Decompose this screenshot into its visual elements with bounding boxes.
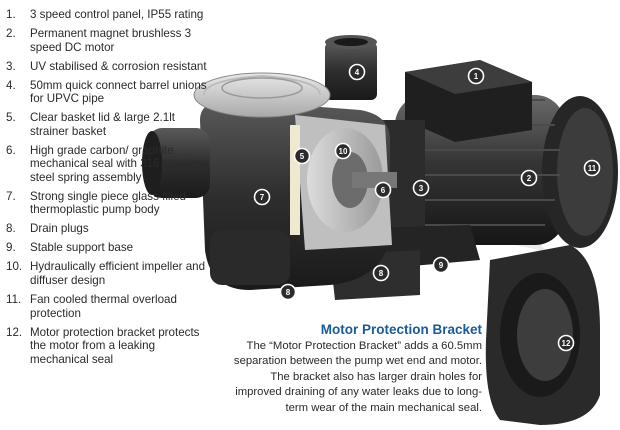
feature-number: 1. bbox=[6, 8, 16, 21]
feature-number: 10. bbox=[6, 260, 23, 274]
callout-marker: 3 bbox=[412, 179, 430, 197]
feature-item: 6. High grade carbon/ graphite mechanical… bbox=[6, 144, 211, 185]
feature-text: Fan cooled thermal overload protection bbox=[30, 293, 177, 320]
feature-number: 4. bbox=[6, 78, 16, 92]
svg-text:3: 3 bbox=[419, 184, 424, 193]
feature-number: 5. bbox=[6, 111, 16, 125]
callout-title: Motor Protection Bracket bbox=[320, 322, 482, 337]
feature-number: 7. bbox=[6, 189, 16, 203]
callout-body: The “Motor Protection Bracket” adds a 60… bbox=[233, 340, 482, 414]
feature-text: High grade carbon/ graphite mechanical s… bbox=[30, 143, 208, 184]
feature-list: 1. 3 speed control panel, IP55 rating 2. Pe… bbox=[6, 8, 211, 372]
feature-text: Strong single piece glass filled thermop… bbox=[30, 189, 186, 217]
svg-text:1: 1 bbox=[474, 72, 479, 81]
svg-text:2: 2 bbox=[527, 174, 532, 183]
svg-text:8: 8 bbox=[379, 269, 384, 278]
feature-number: 12. bbox=[6, 325, 23, 339]
svg-text:5: 5 bbox=[300, 152, 305, 161]
callout-marker: 2 bbox=[520, 169, 538, 187]
feature-text: Hydraulically efficient impeller and dif… bbox=[30, 260, 206, 288]
svg-text:9: 9 bbox=[439, 261, 444, 270]
callout-marker: 5 bbox=[293, 147, 311, 165]
svg-text:12: 12 bbox=[562, 339, 571, 348]
callout-marker: 11 bbox=[583, 159, 601, 177]
callout-marker: 7 bbox=[253, 188, 271, 206]
motor-protection-callout: Motor Protection Bracket The “Motor Prot… bbox=[232, 322, 482, 416]
side-union bbox=[142, 128, 210, 198]
svg-text:10: 10 bbox=[339, 147, 348, 156]
callout-marker: 6 bbox=[374, 181, 392, 199]
feature-item: 8. Drain plugs bbox=[6, 222, 211, 236]
feature-text: 3 speed control panel, IP55 rating bbox=[30, 8, 204, 21]
feature-text: 50mm quick connect barrel unions for UPV… bbox=[30, 78, 207, 106]
bracket-inset bbox=[485, 245, 600, 425]
svg-text:7: 7 bbox=[260, 193, 265, 202]
feature-item: 9. Stable support base bbox=[6, 241, 211, 255]
feature-text: Motor protection bracket protects the mo… bbox=[30, 325, 200, 366]
feature-item: 2. Permanent magnet brushless 3 speed DC … bbox=[6, 27, 211, 54]
feature-number: 8. bbox=[6, 222, 16, 236]
feature-number: 9. bbox=[6, 241, 16, 255]
feature-text: Drain plugs bbox=[30, 222, 89, 236]
feature-text: Stable support base bbox=[30, 241, 134, 255]
feature-text: Clear basket lid & large 2.1lt strainer … bbox=[30, 111, 175, 138]
callout-marker: 9 bbox=[432, 256, 450, 274]
callout-marker: 8 bbox=[279, 283, 297, 301]
feature-item: 7. Strong single piece glass filled therm… bbox=[6, 190, 211, 217]
svg-text:4: 4 bbox=[355, 68, 360, 77]
svg-text:6: 6 bbox=[381, 186, 386, 195]
feature-item: 4. 50mm quick connect barrel unions for U… bbox=[6, 79, 211, 106]
svg-text:11: 11 bbox=[588, 164, 597, 173]
feature-item: 12. Motor protection bracket protects the… bbox=[6, 326, 211, 367]
callout-marker: 10 bbox=[334, 142, 352, 160]
feature-item: 1. 3 speed control panel, IP55 rating bbox=[6, 8, 211, 22]
feature-item: 10. Hydraulically efficient impeller and … bbox=[6, 260, 211, 287]
feature-item: 11. Fan cooled thermal overload protectio… bbox=[6, 293, 211, 320]
svg-text:8: 8 bbox=[286, 288, 291, 297]
callout-marker: 1 bbox=[467, 67, 485, 85]
feature-text: Permanent magnet brushless 3 speed DC mo… bbox=[30, 26, 192, 54]
feature-number: 2. bbox=[6, 26, 16, 40]
feature-number: 11. bbox=[6, 293, 22, 306]
callout-marker: 4 bbox=[348, 63, 366, 81]
callout-marker: 8 bbox=[372, 264, 390, 282]
feature-item: 5. Clear basket lid & large 2.1lt straine… bbox=[6, 111, 211, 138]
basket-lid bbox=[193, 72, 331, 118]
feature-number: 6. bbox=[6, 143, 16, 157]
feature-text: UV stabilised & corrosion resistant bbox=[30, 59, 207, 73]
callout-marker: 12 bbox=[557, 334, 575, 352]
feature-number: 3. bbox=[6, 59, 16, 73]
feature-item: 3. UV stabilised & corrosion resistant bbox=[6, 60, 211, 74]
